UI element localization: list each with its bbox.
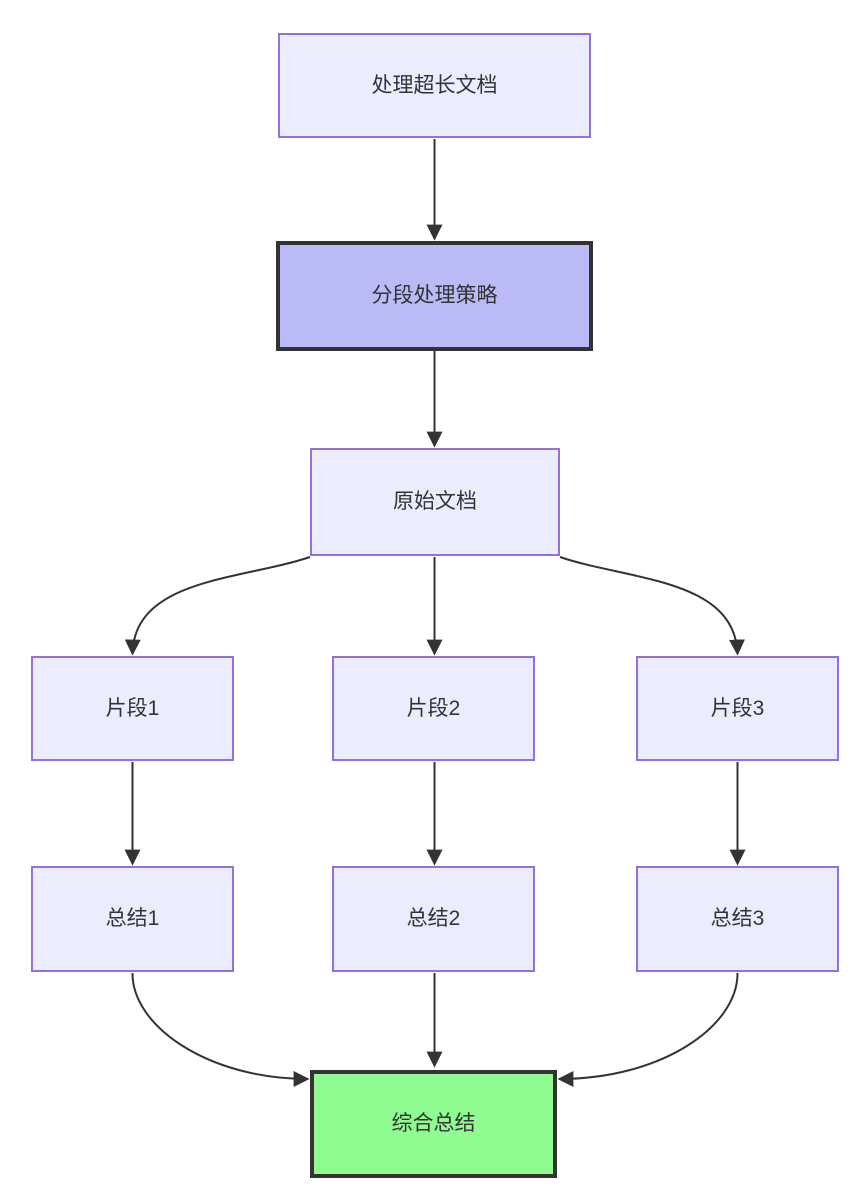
node-summary-3: 总结3: [636, 866, 839, 972]
node-label: 处理超长文档: [371, 73, 498, 97]
node-fragment-1: 片段1: [31, 656, 234, 761]
node-label: 原始文档: [393, 490, 477, 514]
edge-summary-1-to-final: [131, 972, 310, 1087]
edge-original-to-fragment-1: [124, 556, 311, 656]
node-summary-2: 总结2: [332, 866, 535, 972]
node-label: 片段1: [105, 696, 160, 720]
edge-summary-3-to-final: [557, 972, 739, 1087]
node-segmentation-strategy: 分段处理策略: [276, 241, 593, 351]
node-fragment-3: 片段3: [636, 656, 839, 761]
node-label: 综合总结: [391, 1112, 476, 1136]
edge-original-to-fragment-3: [559, 556, 746, 656]
node-label: 总结2: [406, 907, 461, 931]
node-label: 总结1: [105, 907, 160, 931]
node-summary-1: 总结1: [31, 866, 234, 972]
node-label: 分段处理策略: [371, 284, 498, 308]
node-label: 片段3: [710, 696, 765, 720]
node-final-summary: 综合总结: [310, 1070, 557, 1178]
node-label: 总结3: [710, 907, 765, 931]
node-fragment-2: 片段2: [332, 656, 535, 761]
node-process-long-document: 处理超长文档: [278, 33, 591, 138]
node-label: 片段2: [406, 696, 461, 720]
node-original-document: 原始文档: [310, 448, 560, 556]
